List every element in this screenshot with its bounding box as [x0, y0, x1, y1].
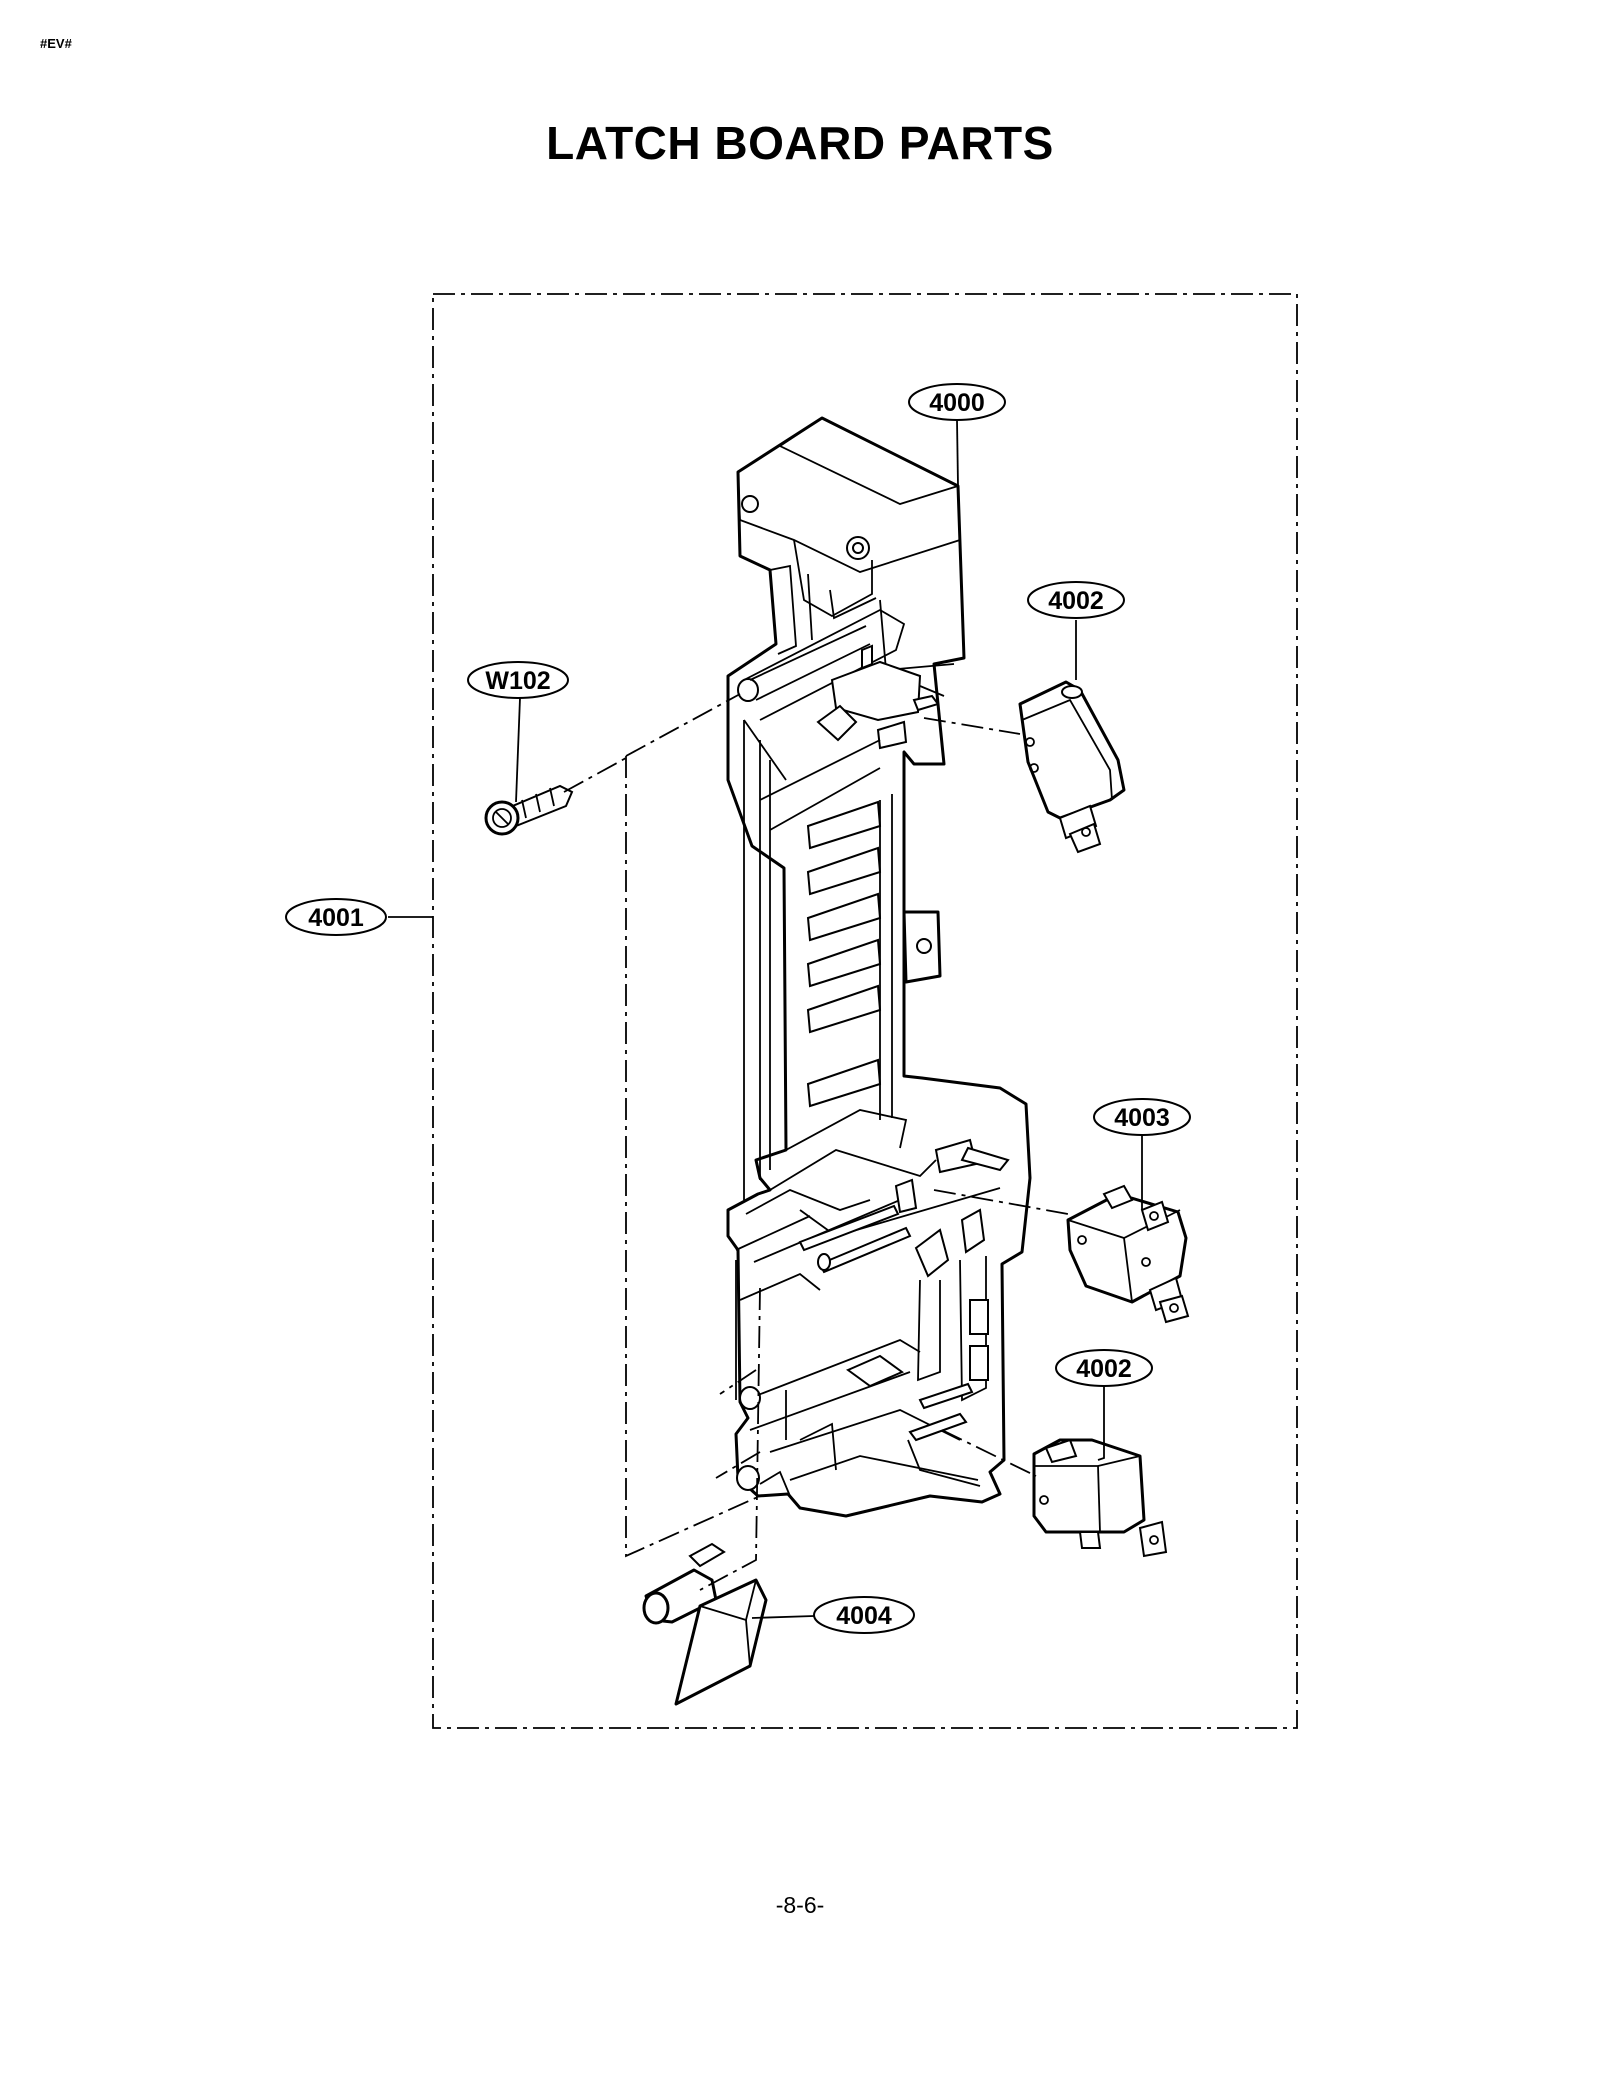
board-ribs: [806, 800, 882, 1108]
callout-w102: W102: [467, 661, 569, 699]
callout-4000-label: 4000: [929, 389, 985, 417]
switch-4002-upper: [1018, 680, 1126, 854]
switch-4003: [1066, 1184, 1190, 1324]
corner-tag: #EV#: [40, 36, 72, 51]
callout-w102-label: W102: [485, 667, 550, 695]
switch-4002-lower: [1032, 1438, 1168, 1558]
callout-4001-label: 4001: [308, 904, 364, 932]
assembly-lines: [563, 693, 1069, 1591]
lever-4004: [642, 1542, 768, 1706]
callout-4004-label: 4004: [836, 1602, 892, 1630]
leader-lines: [388, 419, 1143, 1619]
callout-4002-lower-label: 4002: [1076, 1355, 1132, 1383]
callout-4002-lower: 4002: [1055, 1349, 1153, 1387]
callout-4004: 4004: [813, 1596, 915, 1634]
page-number: -8-6-: [775, 1892, 825, 1918]
callout-4002-upper: 4002: [1027, 581, 1125, 619]
callout-4000: 4000: [908, 383, 1006, 421]
screw-w102: [484, 784, 574, 836]
callout-4003: 4003: [1093, 1098, 1191, 1136]
assembly-boundary: [432, 293, 1298, 1729]
callout-4002-upper-label: 4002: [1048, 587, 1104, 615]
latch-board: [726, 416, 1032, 1518]
page-title: LATCH BOARD PARTS: [546, 117, 1054, 169]
callout-4003-label: 4003: [1114, 1104, 1170, 1132]
callout-4001: 4001: [285, 898, 387, 936]
